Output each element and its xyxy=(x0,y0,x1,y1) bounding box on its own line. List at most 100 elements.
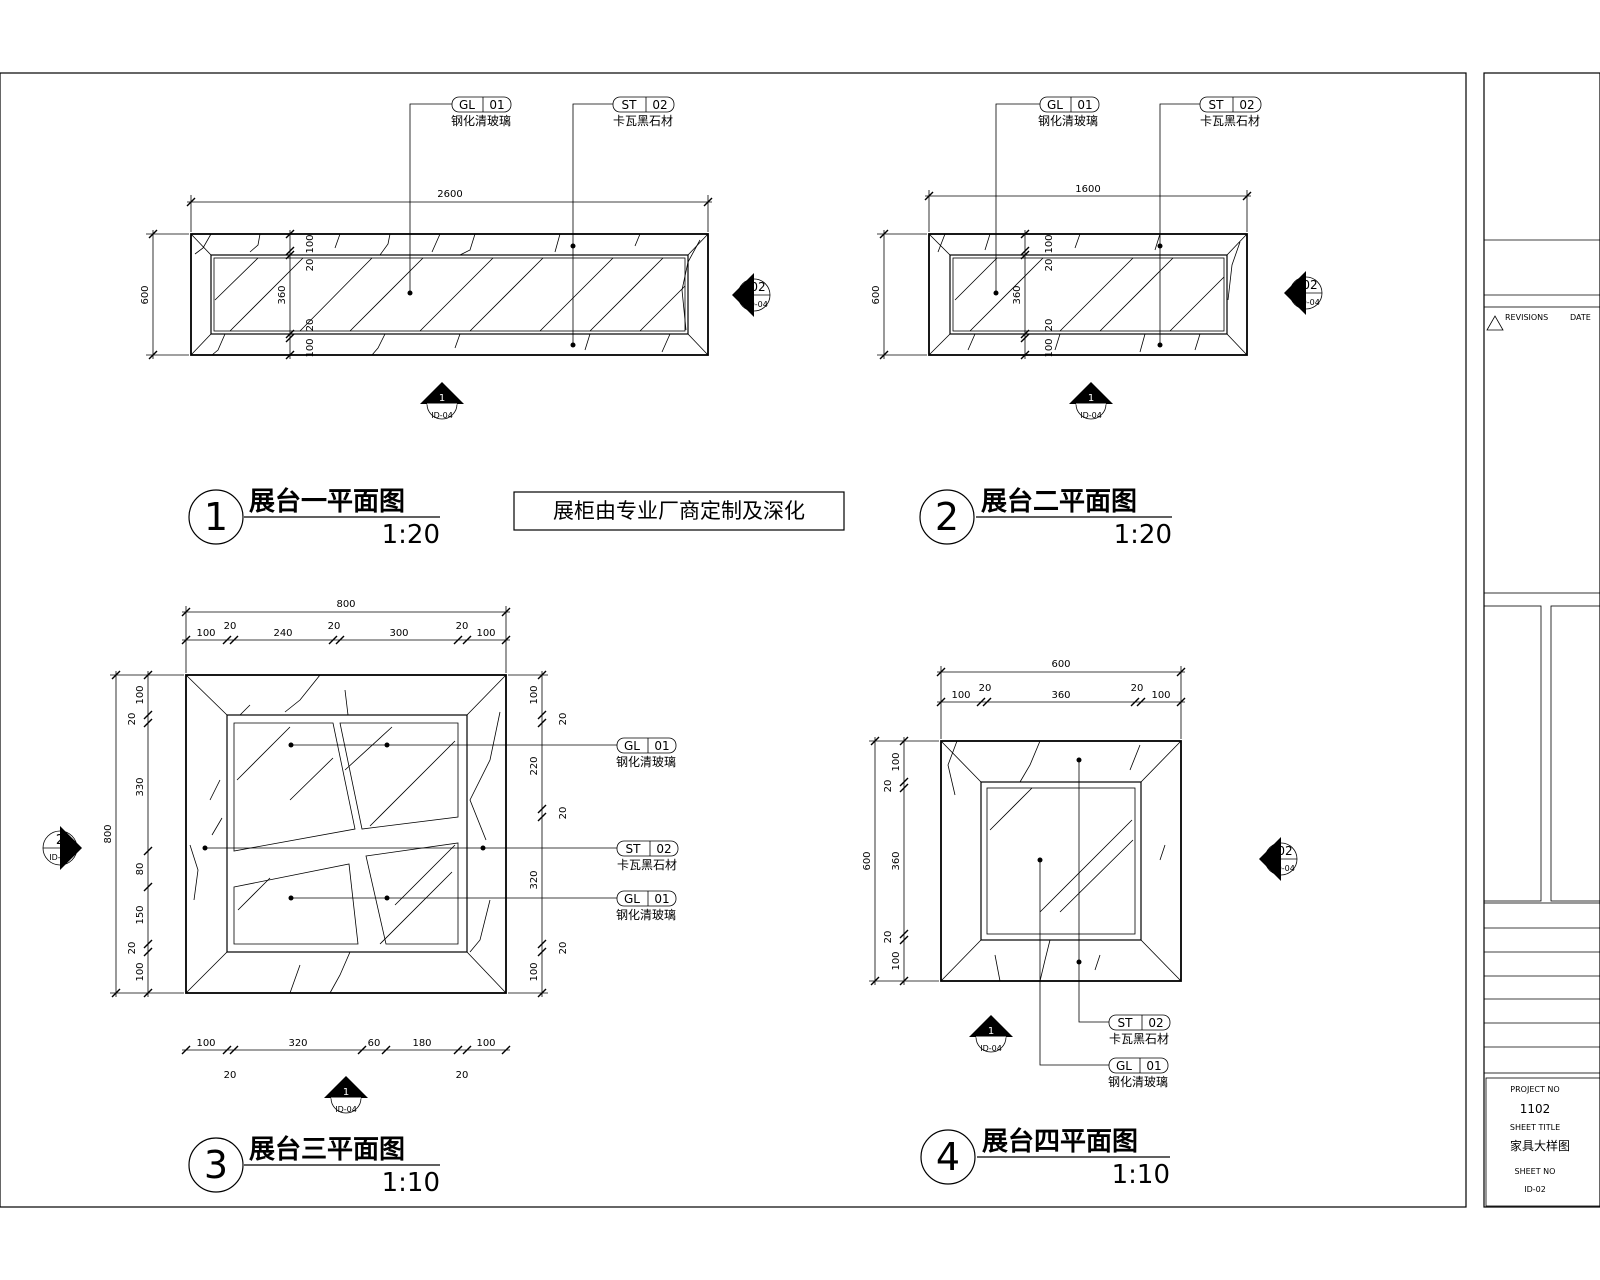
section-mark-3a: 2 ID-04 xyxy=(42,826,82,870)
project-no-label: PROJECT NO xyxy=(1510,1085,1559,1094)
sheet-no-label: SHEET NO xyxy=(1515,1167,1556,1176)
plan-1-glass-inner xyxy=(213,257,686,332)
svg-text:100: 100 xyxy=(1044,338,1055,357)
svg-text:钢化清玻璃: 钢化清玻璃 xyxy=(451,114,511,128)
svg-text:01: 01 xyxy=(489,98,504,112)
section-mark-1b: 02 ID-04 xyxy=(732,273,771,317)
section-mark-4b: 02 ID-04 xyxy=(1259,837,1298,881)
svg-text:20: 20 xyxy=(127,713,138,726)
material-tag-3-glass-a: GL 01 钢化清玻璃 xyxy=(616,737,677,769)
section-mark-1a: 1 ID-04 xyxy=(420,382,464,420)
revisions-label: REVISIONS xyxy=(1505,313,1548,322)
svg-text:20: 20 xyxy=(456,621,469,632)
section-mark-4a: 1 ID-04 xyxy=(969,1015,1013,1053)
date-label: DATE xyxy=(1570,313,1591,322)
material-tag-4-stone: ST 02 卡瓦黑石材 xyxy=(1108,1014,1171,1046)
dim-1-depth: 600 xyxy=(140,285,151,304)
sheet-no: ID-02 xyxy=(1524,1185,1546,1194)
svg-text:100: 100 xyxy=(529,685,540,704)
svg-text:02: 02 xyxy=(1302,278,1317,292)
svg-text:100: 100 xyxy=(891,951,902,970)
svg-text:1:20: 1:20 xyxy=(1114,520,1172,550)
svg-text:钢化清玻璃: 钢化清玻璃 xyxy=(616,755,676,769)
svg-text:GL: GL xyxy=(1116,1059,1132,1073)
svg-text:100: 100 xyxy=(196,1038,215,1049)
dim-1-c: 360 xyxy=(277,285,288,304)
svg-text:钢化清玻璃: 钢化清玻璃 xyxy=(616,908,676,922)
svg-text:1:10: 1:10 xyxy=(1112,1160,1170,1190)
svg-text:ID-04: ID-04 xyxy=(980,1044,1002,1053)
svg-text:展台四平面图: 展台四平面图 xyxy=(982,1126,1138,1157)
sheet-title: 家具大样图 xyxy=(1510,1138,1570,1153)
dim-2-depth: 600 xyxy=(871,285,882,304)
svg-text:100: 100 xyxy=(135,685,146,704)
material-tag-4-glass: GL 01 钢化清玻璃 xyxy=(1108,1057,1169,1089)
svg-text:800: 800 xyxy=(336,599,355,610)
svg-text:100: 100 xyxy=(1151,690,1170,701)
svg-text:1: 1 xyxy=(439,393,445,404)
dim-1-length: 2600 xyxy=(437,189,462,200)
material-tag-2-stone: ST 02 卡瓦黑石材 xyxy=(1199,96,1262,128)
drawing-title-2: 2 展台二平面图 1:20 xyxy=(919,486,1172,550)
svg-text:01: 01 xyxy=(654,739,669,753)
svg-text:1:10: 1:10 xyxy=(382,1168,440,1198)
svg-text:150: 150 xyxy=(135,905,146,924)
svg-text:GL: GL xyxy=(1047,98,1063,112)
material-tag-2-glass: GL 01 钢化清玻璃 xyxy=(1038,96,1100,128)
svg-text:20: 20 xyxy=(328,621,341,632)
svg-text:3: 3 xyxy=(204,1143,228,1187)
svg-text:02: 02 xyxy=(656,842,671,856)
svg-text:ST: ST xyxy=(626,842,642,856)
svg-text:100: 100 xyxy=(1044,234,1055,253)
svg-text:20: 20 xyxy=(979,683,992,694)
svg-text:1: 1 xyxy=(343,1087,349,1098)
svg-text:240: 240 xyxy=(273,628,292,639)
svg-text:80: 80 xyxy=(135,863,146,876)
svg-text:180: 180 xyxy=(412,1038,431,1049)
svg-text:320: 320 xyxy=(288,1038,307,1049)
svg-text:1: 1 xyxy=(204,495,228,539)
svg-text:100: 100 xyxy=(476,628,495,639)
section-mark-3b: 1 ID-04 xyxy=(324,1076,368,1114)
plan-4: 600 100 20 360 20 100 600 100 20 360 20 … xyxy=(862,659,1298,1066)
section-mark-2a: 1 ID-04 xyxy=(1069,382,1113,420)
dim-2-length: 1600 xyxy=(1075,184,1100,195)
note-box: 展柜由专业厂商定制及深化 xyxy=(513,491,845,531)
svg-text:02: 02 xyxy=(1239,98,1254,112)
svg-text:卡瓦黑石材: 卡瓦黑石材 xyxy=(1109,1032,1169,1046)
drawing-title-3: 3 展台三平面图 1:10 xyxy=(188,1134,440,1198)
svg-text:600: 600 xyxy=(1051,659,1070,670)
drawing-title-4: 4 展台四平面图 1:10 xyxy=(920,1126,1170,1190)
section-mark-2b: 02 ID-04 xyxy=(1284,271,1323,315)
svg-text:GL: GL xyxy=(624,892,640,906)
svg-text:ID-04: ID-04 xyxy=(335,1105,357,1114)
svg-text:1: 1 xyxy=(988,1026,994,1037)
svg-text:GL: GL xyxy=(624,739,640,753)
svg-text:ID-04: ID-04 xyxy=(1298,298,1320,307)
svg-text:钢化清玻璃: 钢化清玻璃 xyxy=(1108,1075,1168,1089)
svg-text:GL: GL xyxy=(459,98,475,112)
svg-text:展台二平面图: 展台二平面图 xyxy=(981,486,1137,517)
plan-3: 800 100 20 240 20 300 20 100 100 20 320 … xyxy=(42,599,617,1114)
svg-text:100: 100 xyxy=(951,690,970,701)
svg-text:800: 800 xyxy=(103,824,114,843)
svg-text:20: 20 xyxy=(558,942,569,955)
svg-text:展台三平面图: 展台三平面图 xyxy=(249,1134,405,1165)
svg-text:ID-04: ID-04 xyxy=(431,411,453,420)
svg-text:330: 330 xyxy=(135,777,146,796)
plan-1-glass-outer xyxy=(210,254,689,335)
material-tag-3-glass-b: GL 01 钢化清玻璃 xyxy=(616,890,677,922)
svg-text:01: 01 xyxy=(1077,98,1092,112)
svg-text:4: 4 xyxy=(936,1135,960,1179)
svg-text:20: 20 xyxy=(456,1070,469,1081)
svg-text:20: 20 xyxy=(224,621,237,632)
svg-text:ID-04: ID-04 xyxy=(1080,411,1102,420)
svg-text:360: 360 xyxy=(891,851,902,870)
svg-text:ID-04: ID-04 xyxy=(746,300,768,309)
svg-text:20: 20 xyxy=(127,942,138,955)
svg-text:100: 100 xyxy=(476,1038,495,1049)
svg-text:ID-04: ID-04 xyxy=(49,853,71,862)
svg-text:300: 300 xyxy=(389,628,408,639)
drawing-title-1: 1 展台一平面图 1:20 xyxy=(188,486,440,550)
